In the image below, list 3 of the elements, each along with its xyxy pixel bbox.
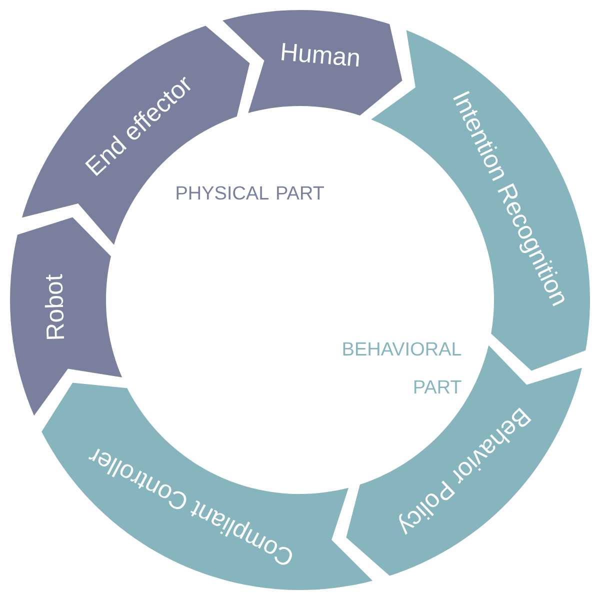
ring-segment: Human — [222, 10, 402, 116]
node-label: Human — [282, 42, 359, 66]
ring-segment: Robot — [10, 217, 122, 416]
